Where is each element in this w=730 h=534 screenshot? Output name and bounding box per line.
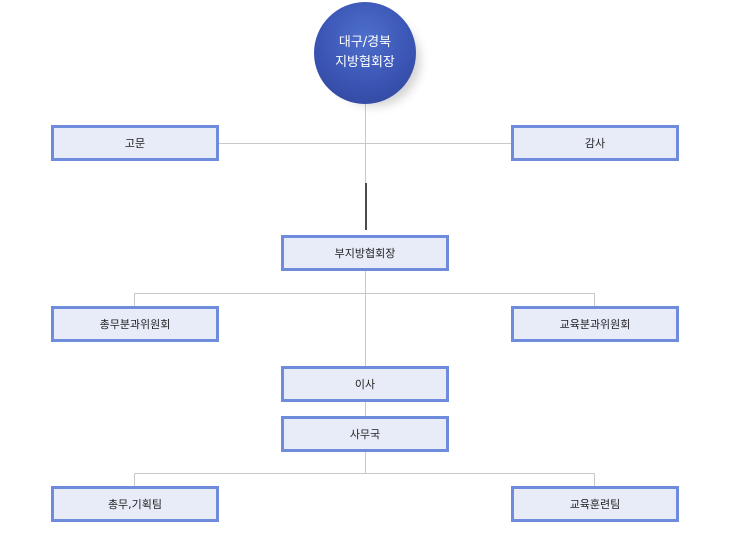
- root-node-president: 대구/경북 지방협회장: [314, 2, 416, 104]
- node-training-team: 교육훈련팀: [511, 486, 679, 522]
- node-education-committee: 교육분과위원회: [511, 306, 679, 342]
- node-general-committee: 총무분과위원회: [51, 306, 219, 342]
- node-director: 이사: [281, 366, 449, 402]
- root-node-line1: 대구/경북: [338, 35, 392, 50]
- root-node-line2: 지방협회장: [335, 55, 395, 70]
- node-vice-president: 부지방협회장: [281, 235, 449, 271]
- node-planning-team: 총무,기획팀: [51, 486, 219, 522]
- node-secretariat: 사무국: [281, 416, 449, 452]
- node-auditor: 감사: [511, 125, 679, 161]
- node-advisor: 고문: [51, 125, 219, 161]
